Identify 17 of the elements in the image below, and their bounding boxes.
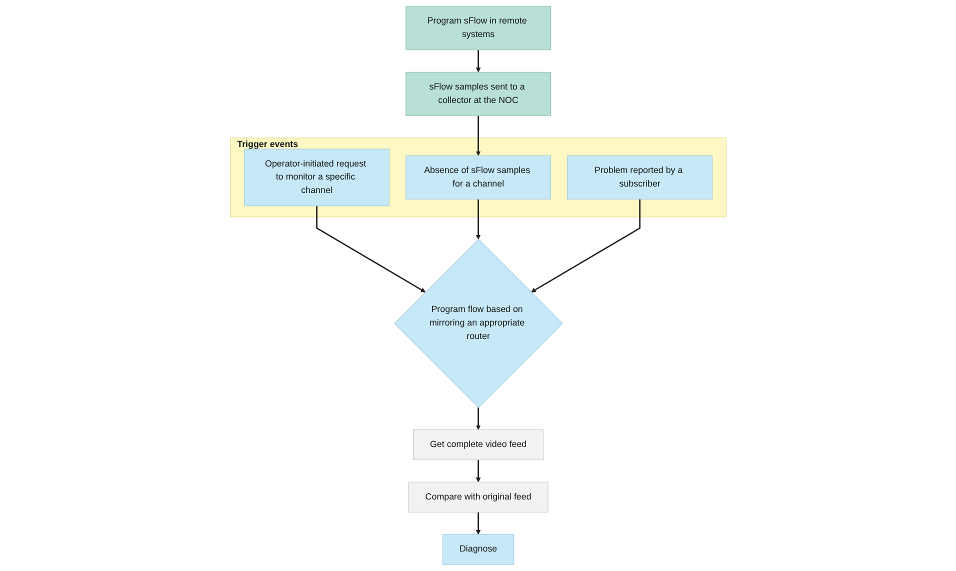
arrow xyxy=(316,206,426,292)
arrow xyxy=(476,50,480,72)
node-box: sFlow samples sent to a collector at the NOC xyxy=(405,72,551,116)
node-box: Absence of sFlow samples for a channel xyxy=(405,155,551,200)
node-box: Compare with original feed xyxy=(408,482,548,512)
node-box: Program sFlow in remote systems xyxy=(405,6,551,50)
arrow xyxy=(476,460,480,482)
arrow xyxy=(476,512,480,535)
arrow xyxy=(476,199,480,240)
node-box: Get complete video feed xyxy=(412,429,544,460)
arrow xyxy=(530,199,640,292)
arrow xyxy=(476,407,480,430)
node-box: Operator-initiated request to monitor a specific channel xyxy=(244,148,390,206)
node-diamond: Program flow based on mirroring an appropriate router xyxy=(394,238,563,408)
arrow xyxy=(476,116,480,156)
node-box: Problem reported by a subscriber xyxy=(566,155,712,200)
node-box: Diagnose xyxy=(442,534,514,565)
